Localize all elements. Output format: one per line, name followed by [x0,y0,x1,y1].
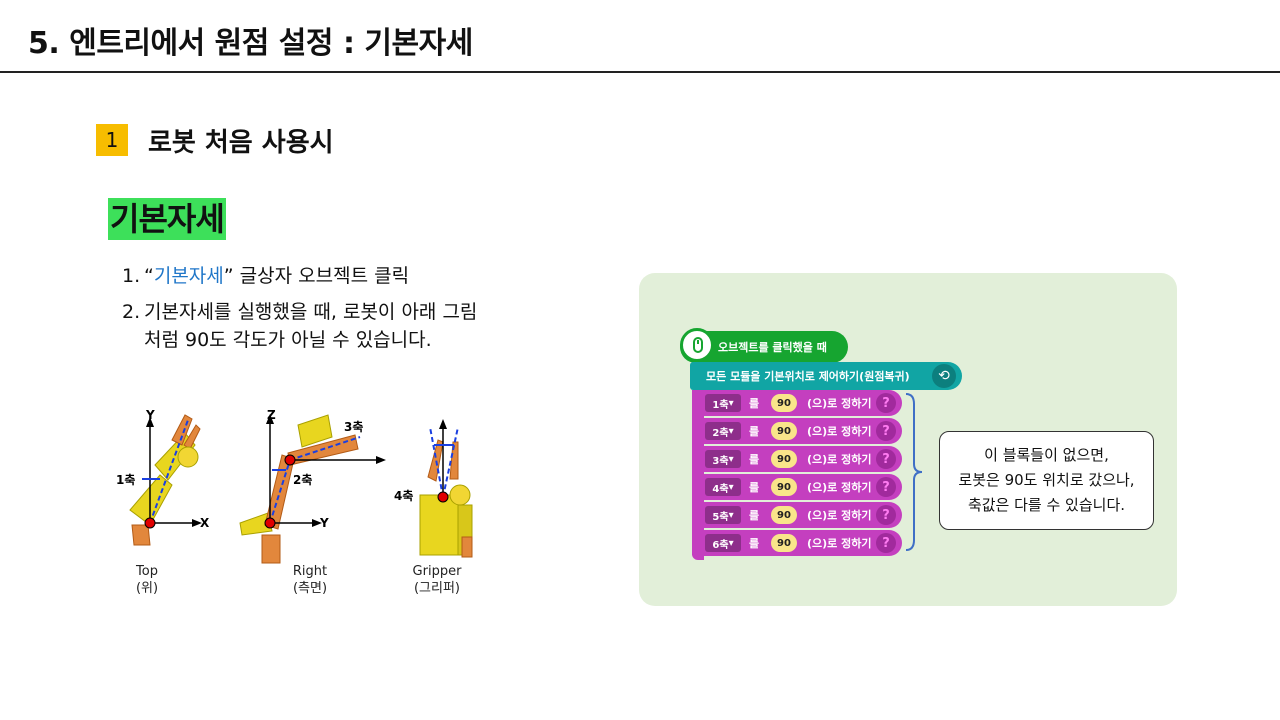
block-suffix: (으)로 정하기 [807,537,872,550]
list-text: 기본자세를 실행했을 때, 로봇이 아래 그림 처럼 90도 각도가 아닐 수 … [144,298,477,354]
block-label: 를 [749,481,760,494]
value-input[interactable]: 90 [771,478,797,496]
bracket-connector [905,393,923,551]
block-label: 를 [749,509,760,522]
list-line: 기본자세를 실행했을 때, 로봇이 아래 그림 [144,301,478,323]
help-icon[interactable]: ? [876,477,896,497]
list-number: 2. [122,301,141,323]
robot-caption: Right (측면) [270,563,350,597]
set-axis-block[interactable]: 6축▾ 를 90 (으)로 정하기 ? [692,530,902,556]
axis-label: X [200,516,210,530]
section-number-badge: 1 [96,124,128,156]
value-input[interactable]: 90 [771,534,797,552]
help-icon[interactable]: ? [876,449,896,469]
help-icon[interactable]: ? [876,505,896,525]
block-suffix: (으)로 정하기 [807,509,872,522]
axis-label: Y [145,408,155,422]
chevron-down-icon: ▾ [728,425,734,437]
axis-dropdown-value: 4축 [712,483,729,495]
set-axis-block[interactable]: 3축▾ 를 90 (으)로 정하기 ? [692,446,902,472]
joint-label: 3축 [344,419,363,434]
caption-title: Right [292,564,328,579]
list-item: 1. “기본자세” 글상자 오브젝트 클릭 [122,262,477,290]
instruction-list: 1. “기본자세” 글상자 오브젝트 클릭 2. 기본자세를 실행했을 때, 로… [122,262,477,362]
help-icon[interactable]: ? [876,421,896,441]
axis-dropdown-value: 5축 [712,511,729,523]
value-input[interactable]: 90 [771,394,797,412]
set-axis-block[interactable]: 2축▾ 를 90 (으)로 정하기 ? [692,418,902,444]
callout-line: 축값은 다를 수 있습니다. [967,496,1126,514]
list-item: 2. 기본자세를 실행했을 때, 로봇이 아래 그림 처럼 90도 각도가 아닐… [122,298,477,354]
callout-box: 이 블록들이 없으면, 로봇은 90도 위치로 갔으나, 축값은 다를 수 있습… [939,431,1154,530]
axis-dropdown-value: 2축 [712,427,729,439]
block-suffix: (으)로 정하기 [807,453,872,466]
title-divider [0,71,1280,73]
axis-label: Y [319,516,329,530]
joint-label: 4축 [394,488,413,503]
axis-dropdown[interactable]: 4축▾ [705,478,741,496]
block-label: 를 [749,425,760,438]
axis-dropdown[interactable]: 1축▾ [705,394,741,412]
quote-open: “ [144,265,154,287]
axis-dropdown[interactable]: 5축▾ [705,506,741,524]
chevron-down-icon: ▾ [728,481,734,493]
set-axis-block[interactable]: 5축▾ 를 90 (으)로 정하기 ? [692,502,902,528]
robot-right-figure: Z Y 2축 3축 [239,408,386,564]
list-text: “기본자세” 글상자 오브젝트 클릭 [144,262,409,290]
highlight-heading: 기본자세 [108,198,226,240]
axis-dropdown[interactable]: 3축▾ [705,450,741,468]
quote-close: ” [223,265,234,287]
block-label: 를 [749,453,760,466]
sync-icon: ⟲ [932,364,956,388]
axis-dropdown-value: 3축 [712,455,729,467]
page-title: 5. 엔트리에서 원점 설정 : 기본자세 [28,26,473,61]
axis-dropdown[interactable]: 2축▾ [705,422,741,440]
set-axis-block[interactable]: 4축▾ 를 90 (으)로 정하기 ? [692,474,902,500]
axis-dropdown-value: 6축 [712,539,729,551]
callout-line: 이 블록들이 없으면, [984,446,1109,464]
caption-title: Top [136,564,158,579]
chevron-down-icon: ▾ [728,537,734,549]
axis-label: Z [267,408,276,422]
caption-sub: (위) [135,581,159,596]
caption-title: Gripper [412,564,462,579]
keyword: 기본자세 [153,265,224,287]
value-input[interactable]: 90 [771,422,797,440]
block-suffix: (으)로 정하기 [807,397,872,410]
joint-label: 2축 [293,472,312,487]
robot-caption: Top (위) [107,563,187,597]
robot-caption: Gripper (그리퍼) [397,563,477,597]
robot-gripper-figure: 4축 [394,419,473,558]
block-suffix: (으)로 정하기 [807,481,872,494]
robot-top-figure: Y X 1축 [116,408,210,546]
block-label: 를 [749,397,760,410]
block-suffix: (으)로 정하기 [807,425,872,438]
block-label: 를 [749,537,760,550]
help-icon[interactable]: ? [876,393,896,413]
chevron-down-icon: ▾ [728,397,734,409]
caption-sub: (그리퍼) [413,581,461,596]
axis-dropdown-value: 1축 [712,399,729,411]
list-line: 처럼 90도 각도가 아닐 수 있습니다. [144,329,432,351]
list-rest: 글상자 오브젝트 클릭 [233,265,410,287]
value-input[interactable]: 90 [771,450,797,468]
value-input[interactable]: 90 [771,506,797,524]
mouse-icon [680,328,714,362]
chevron-down-icon: ▾ [728,509,734,521]
list-number: 1. [122,265,141,287]
help-icon[interactable]: ? [876,533,896,553]
set-axis-block[interactable]: 1축▾ 를 90 (으)로 정하기 ? [692,390,902,416]
chevron-down-icon: ▾ [728,453,734,465]
joint-label: 1축 [116,472,135,487]
reset-all-modules-block[interactable]: 모든 모듈을 기본위치로 제어하기(원점복귀) [690,362,962,390]
callout-line: 로봇은 90도 위치로 갔으나, [958,471,1135,489]
axis-dropdown[interactable]: 6축▾ [705,534,741,552]
robot-diagrams: Y X 1축 Z Y 2축 3축 [116,408,473,564]
section-title: 로봇 처음 사용시 [148,128,334,158]
caption-sub: (측면) [292,581,328,596]
